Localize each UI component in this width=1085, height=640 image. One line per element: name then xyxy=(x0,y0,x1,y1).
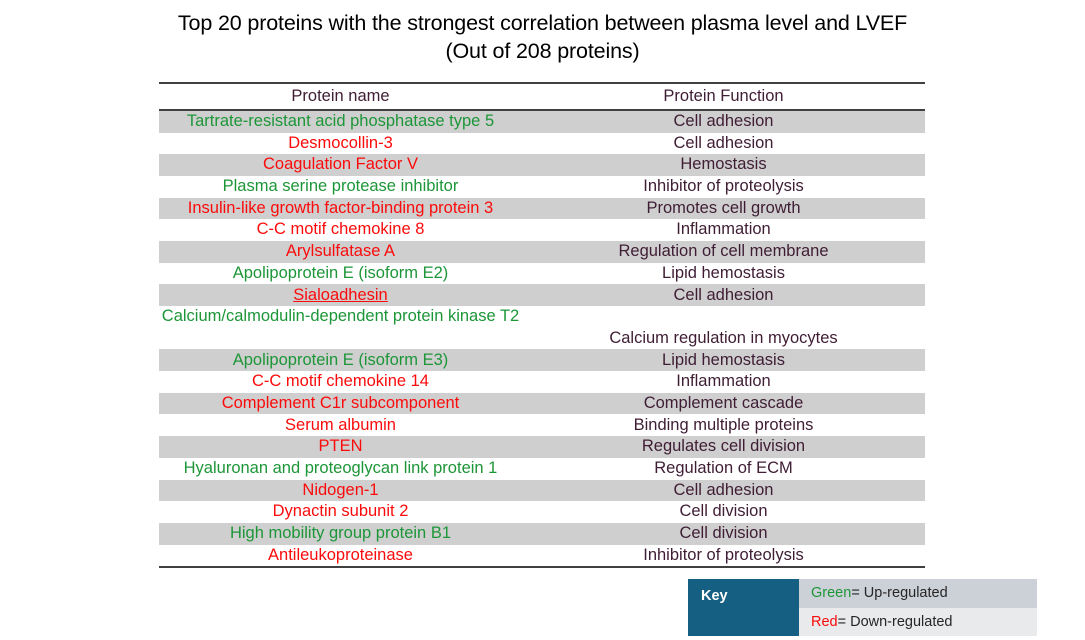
table-row: Apolipoprotein E (isoform E3) Lipid hemos… xyxy=(159,349,925,372)
cell-protein-function: Complement cascade xyxy=(643,393,804,412)
key-entry-up-regulated: Green = Up-regulated xyxy=(799,579,1037,608)
cell-protein-name: C-C motif chemokine 8 xyxy=(256,220,425,239)
protein-table-container: Protein name Protein Function Tartrate-r… xyxy=(159,82,925,569)
table-row: Nidogen-1 Cell adhesion xyxy=(159,479,925,502)
key-label: Key xyxy=(688,579,799,636)
table-row: Tartrate-resistant acid phosphatase type… xyxy=(159,110,925,133)
cell-protein-function: Inflammation xyxy=(676,220,771,239)
cell-protein-name: Antileukoproteinase xyxy=(159,544,522,569)
cell-protein-name: Nidogen-1 xyxy=(302,480,379,499)
cell-protein-function: Regulation of ECM xyxy=(654,459,793,478)
legend-key-panel: Key Green = Up-regulated Red = Down-regu… xyxy=(688,579,1037,636)
cell-protein-name: C-C motif chemokine 14 xyxy=(252,372,429,391)
key-swatch-green-label: Green xyxy=(811,585,852,602)
cell-protein-name: Dynactin subunit 2 xyxy=(272,502,409,521)
table-row: Hyaluronan and proteoglycan link protein… xyxy=(159,457,925,480)
cell-protein-function: Lipid hemostasis xyxy=(662,350,785,369)
cell-protein-name: Plasma serine protease inhibitor xyxy=(222,177,459,196)
table-row: C-C motif chemokine 8 Inflammation xyxy=(159,219,925,241)
cell-protein-function: Cell adhesion xyxy=(673,480,774,499)
cell-protein-function: Regulates cell division xyxy=(641,437,806,456)
cell-protein-function: Hemostasis xyxy=(680,155,767,174)
table-row: Dynactin subunit 2 Cell division xyxy=(159,501,925,523)
cell-protein-name: Coagulation Factor V xyxy=(262,155,418,174)
table-row: Calcium/calmodulin-dependent protein kin… xyxy=(159,306,925,350)
cell-protein-name: Sialoadhesin xyxy=(293,285,388,304)
cell-protein-function: Calcium regulation in myocytes xyxy=(609,328,838,347)
table-row: Serum albumin Binding multiple proteins xyxy=(159,414,925,437)
protein-table: Protein name Protein Function Tartrate-r… xyxy=(159,82,925,569)
cell-protein-name: High mobility group protein B1 xyxy=(229,524,452,543)
cell-protein-function: Cell adhesion xyxy=(673,133,774,152)
table-row: Desmocollin-3 Cell adhesion xyxy=(159,132,925,155)
cell-protein-name: Apolipoprotein E (isoform E3) xyxy=(232,350,449,369)
cell-protein-function: Promotes cell growth xyxy=(646,198,801,217)
key-down-regulated-text: = Down-regulated xyxy=(837,613,953,630)
cell-protein-name: Calcium/calmodulin-dependent protein kin… xyxy=(161,307,520,325)
key-entry-down-regulated: Red = Down-regulated xyxy=(799,607,1037,636)
table-row: C-C motif chemokine 14 Inflammation xyxy=(159,371,925,393)
cell-protein-name: Serum albumin xyxy=(285,415,396,434)
cell-protein-function: Inflammation xyxy=(676,372,771,391)
table-row: Coagulation Factor V Hemostasis xyxy=(159,154,925,176)
cell-protein-name: Hyaluronan and proteoglycan link protein… xyxy=(183,459,498,478)
table-body: Tartrate-resistant acid phosphatase type… xyxy=(159,110,925,569)
title-line-2: (Out of 208 proteins) xyxy=(445,39,640,63)
table-row: High mobility group protein B1 Cell divis… xyxy=(159,522,925,545)
column-header-protein-function: Protein Function xyxy=(663,87,784,105)
column-header-protein-name: Protein name xyxy=(291,87,390,105)
table-row: Apolipoprotein E (isoform E2) Lipid hemos… xyxy=(159,262,925,285)
cell-protein-name: Apolipoprotein E (isoform E2) xyxy=(232,263,449,282)
cell-protein-function: Cell division xyxy=(679,502,768,521)
cell-protein-name: Tartrate-resistant acid phosphatase type… xyxy=(186,112,495,130)
table-row: Plasma serine protease inhibitor Inhibito… xyxy=(159,175,925,198)
cell-protein-name: Complement C1r subcomponent xyxy=(221,393,460,412)
table-header: Protein name Protein Function xyxy=(159,83,925,110)
key-swatch-red-label: Red xyxy=(811,613,838,630)
page-title: Top 20 proteins with the strongest corre… xyxy=(158,0,928,65)
cell-protein-function: Lipid hemostasis xyxy=(662,263,785,282)
table-row: Complement C1r subcomponent Complement ca… xyxy=(159,392,925,415)
cell-protein-name: Arylsulfatase A xyxy=(285,242,396,261)
cell-protein-function: Cell adhesion xyxy=(673,285,774,304)
cell-protein-function: Binding multiple proteins xyxy=(633,415,814,434)
cell-protein-name: PTEN xyxy=(318,437,363,456)
cell-protein-function: Inhibitor of proteolysis xyxy=(643,177,804,196)
table-header-row: Protein name Protein Function xyxy=(159,83,925,110)
cell-protein-function: Regulation of cell membrane xyxy=(618,242,829,261)
key-entries: Green = Up-regulated Red = Down-regulate… xyxy=(799,579,1037,636)
title-line-1: Top 20 proteins with the strongest corre… xyxy=(177,11,908,35)
table-row: Sialoadhesin Cell adhesion xyxy=(159,284,925,306)
cell-protein-name: Desmocollin-3 xyxy=(288,133,393,152)
cell-protein-function: Inhibitor of proteolysis xyxy=(522,544,925,569)
cell-protein-function: Cell division xyxy=(679,524,768,543)
table-row: Arylsulfatase A Regulation of cell membra… xyxy=(159,240,925,263)
key-up-regulated-text: = Up-regulated xyxy=(851,585,948,602)
cell-protein-name: Insulin-like growth factor-binding prote… xyxy=(187,198,494,217)
cell-protein-function: Cell adhesion xyxy=(673,112,774,130)
table-row: Insulin-like growth factor-binding prote… xyxy=(159,197,925,220)
table-row: PTEN Regulates cell division xyxy=(159,436,925,458)
